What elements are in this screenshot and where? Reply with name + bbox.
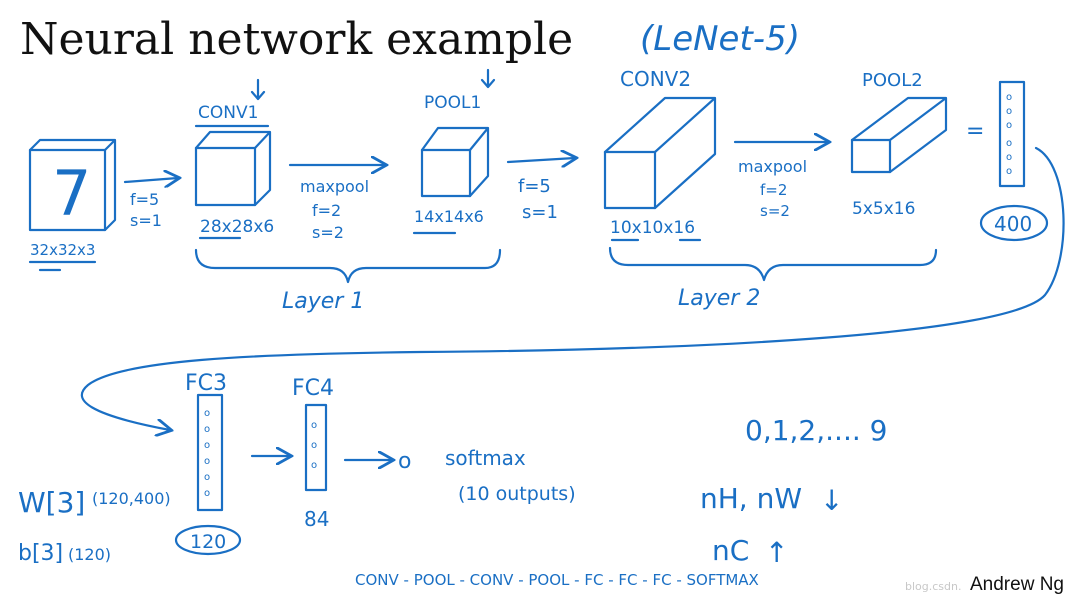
svg-text:o: o bbox=[1006, 92, 1012, 103]
svg-text:o: o bbox=[1006, 138, 1012, 149]
pool1-op: maxpool bbox=[300, 177, 369, 196]
arrow-pool1-conv2 bbox=[506, 158, 575, 162]
author-credit: Andrew Ng bbox=[970, 574, 1064, 595]
softmax-label: softmax bbox=[445, 446, 526, 470]
pool2-dims: 5x5x16 bbox=[852, 199, 915, 219]
flatten-equals: = bbox=[966, 119, 984, 144]
conv1-dims: 28x28x6 bbox=[200, 217, 274, 237]
input-dims-underline bbox=[28, 260, 97, 272]
pool2-param-s: s=2 bbox=[760, 202, 790, 220]
pool1-param-s: s=2 bbox=[312, 223, 344, 242]
layer1-brace bbox=[194, 248, 502, 284]
layer2-label: Layer 2 bbox=[678, 286, 760, 311]
layer1-label: Layer 1 bbox=[282, 289, 364, 314]
fc4-label: FC4 bbox=[292, 376, 334, 401]
svg-text:o: o bbox=[204, 488, 210, 499]
fc3-vector: o o o o o o bbox=[196, 393, 224, 512]
fc3-weights: W[3] bbox=[18, 486, 85, 519]
flatten-vector: o o o o o o bbox=[998, 80, 1026, 188]
svg-text:o: o bbox=[204, 408, 210, 419]
conv1-param-s: s=1 bbox=[130, 211, 162, 230]
fc4-size: 84 bbox=[304, 507, 329, 531]
note-nh-nw: nH, nW bbox=[700, 482, 802, 515]
fc3-size-circle bbox=[174, 524, 242, 556]
conv1-volume bbox=[194, 130, 272, 207]
architecture-pattern: CONV - POOL - CONV - POOL - FC - FC - FC… bbox=[355, 571, 759, 589]
conv1-label: CONV1 bbox=[198, 103, 258, 123]
arrow-flatten-fc3 bbox=[80, 146, 1065, 430]
svg-text:o: o bbox=[311, 420, 317, 431]
note-down-arrow: ↓ bbox=[820, 484, 843, 517]
fc3-size: 120 bbox=[190, 531, 226, 553]
svg-text:o: o bbox=[1006, 166, 1012, 177]
conv2-label: CONV2 bbox=[620, 67, 691, 91]
pool1-param-f: f=2 bbox=[312, 201, 341, 220]
svg-text:o: o bbox=[311, 440, 317, 451]
layer2-brace bbox=[608, 246, 938, 282]
flatten-size: 400 bbox=[994, 212, 1032, 236]
pool2-op: maxpool bbox=[738, 157, 807, 176]
fc3-weight-shape: (120,400) bbox=[92, 489, 171, 508]
pool2-label: POOL2 bbox=[862, 70, 923, 91]
svg-text:o: o bbox=[1006, 106, 1012, 117]
svg-text:o: o bbox=[311, 460, 317, 471]
arrow-input-conv1 bbox=[123, 178, 178, 182]
pool1-label: POOL1 bbox=[424, 93, 481, 113]
svg-text:o: o bbox=[1006, 120, 1012, 131]
conv2-param-s: s=1 bbox=[522, 202, 558, 223]
conv2-volume bbox=[603, 96, 717, 210]
softmax-outputs: (10 outputs) bbox=[458, 483, 576, 505]
watermark: blog.csdn. bbox=[905, 580, 961, 593]
note-nc: nC bbox=[712, 534, 749, 567]
input-volume: 7 bbox=[28, 138, 117, 232]
svg-text:o: o bbox=[204, 440, 210, 451]
conv1-marker-arrow bbox=[250, 78, 266, 101]
svg-text:o: o bbox=[204, 456, 210, 467]
conv1-param-f: f=5 bbox=[130, 190, 159, 209]
slide-title: Neural network example bbox=[20, 14, 573, 65]
svg-text:o: o bbox=[1006, 152, 1012, 163]
pool1-marker-arrow bbox=[480, 68, 496, 89]
conv2-dims: 10x10x16 bbox=[610, 218, 695, 238]
note-up-arrow: ↑ bbox=[765, 536, 788, 569]
fc3-label: FC3 bbox=[185, 371, 227, 396]
fc3-bias: b[3] bbox=[18, 541, 63, 566]
fc3-bias-shape: (120) bbox=[68, 545, 111, 564]
flatten-size-circle bbox=[979, 204, 1049, 242]
pool2-param-f: f=2 bbox=[760, 181, 787, 199]
svg-text:o: o bbox=[204, 424, 210, 435]
input-dims: 32x32x3 bbox=[30, 241, 95, 259]
output-classes: 0,1,2,.... 9 bbox=[745, 414, 887, 447]
conv2-param-f: f=5 bbox=[518, 176, 551, 197]
pool1-volume bbox=[420, 126, 490, 198]
svg-text:o: o bbox=[204, 472, 210, 483]
pool2-volume bbox=[850, 96, 948, 174]
subtitle-lenet5: (LeNet-5) bbox=[640, 19, 800, 59]
fc4-vector: o o o bbox=[304, 403, 328, 492]
pool1-dims: 14x14x6 bbox=[414, 207, 484, 226]
softmax-node: o bbox=[398, 449, 411, 474]
input-digit: 7 bbox=[52, 157, 91, 230]
